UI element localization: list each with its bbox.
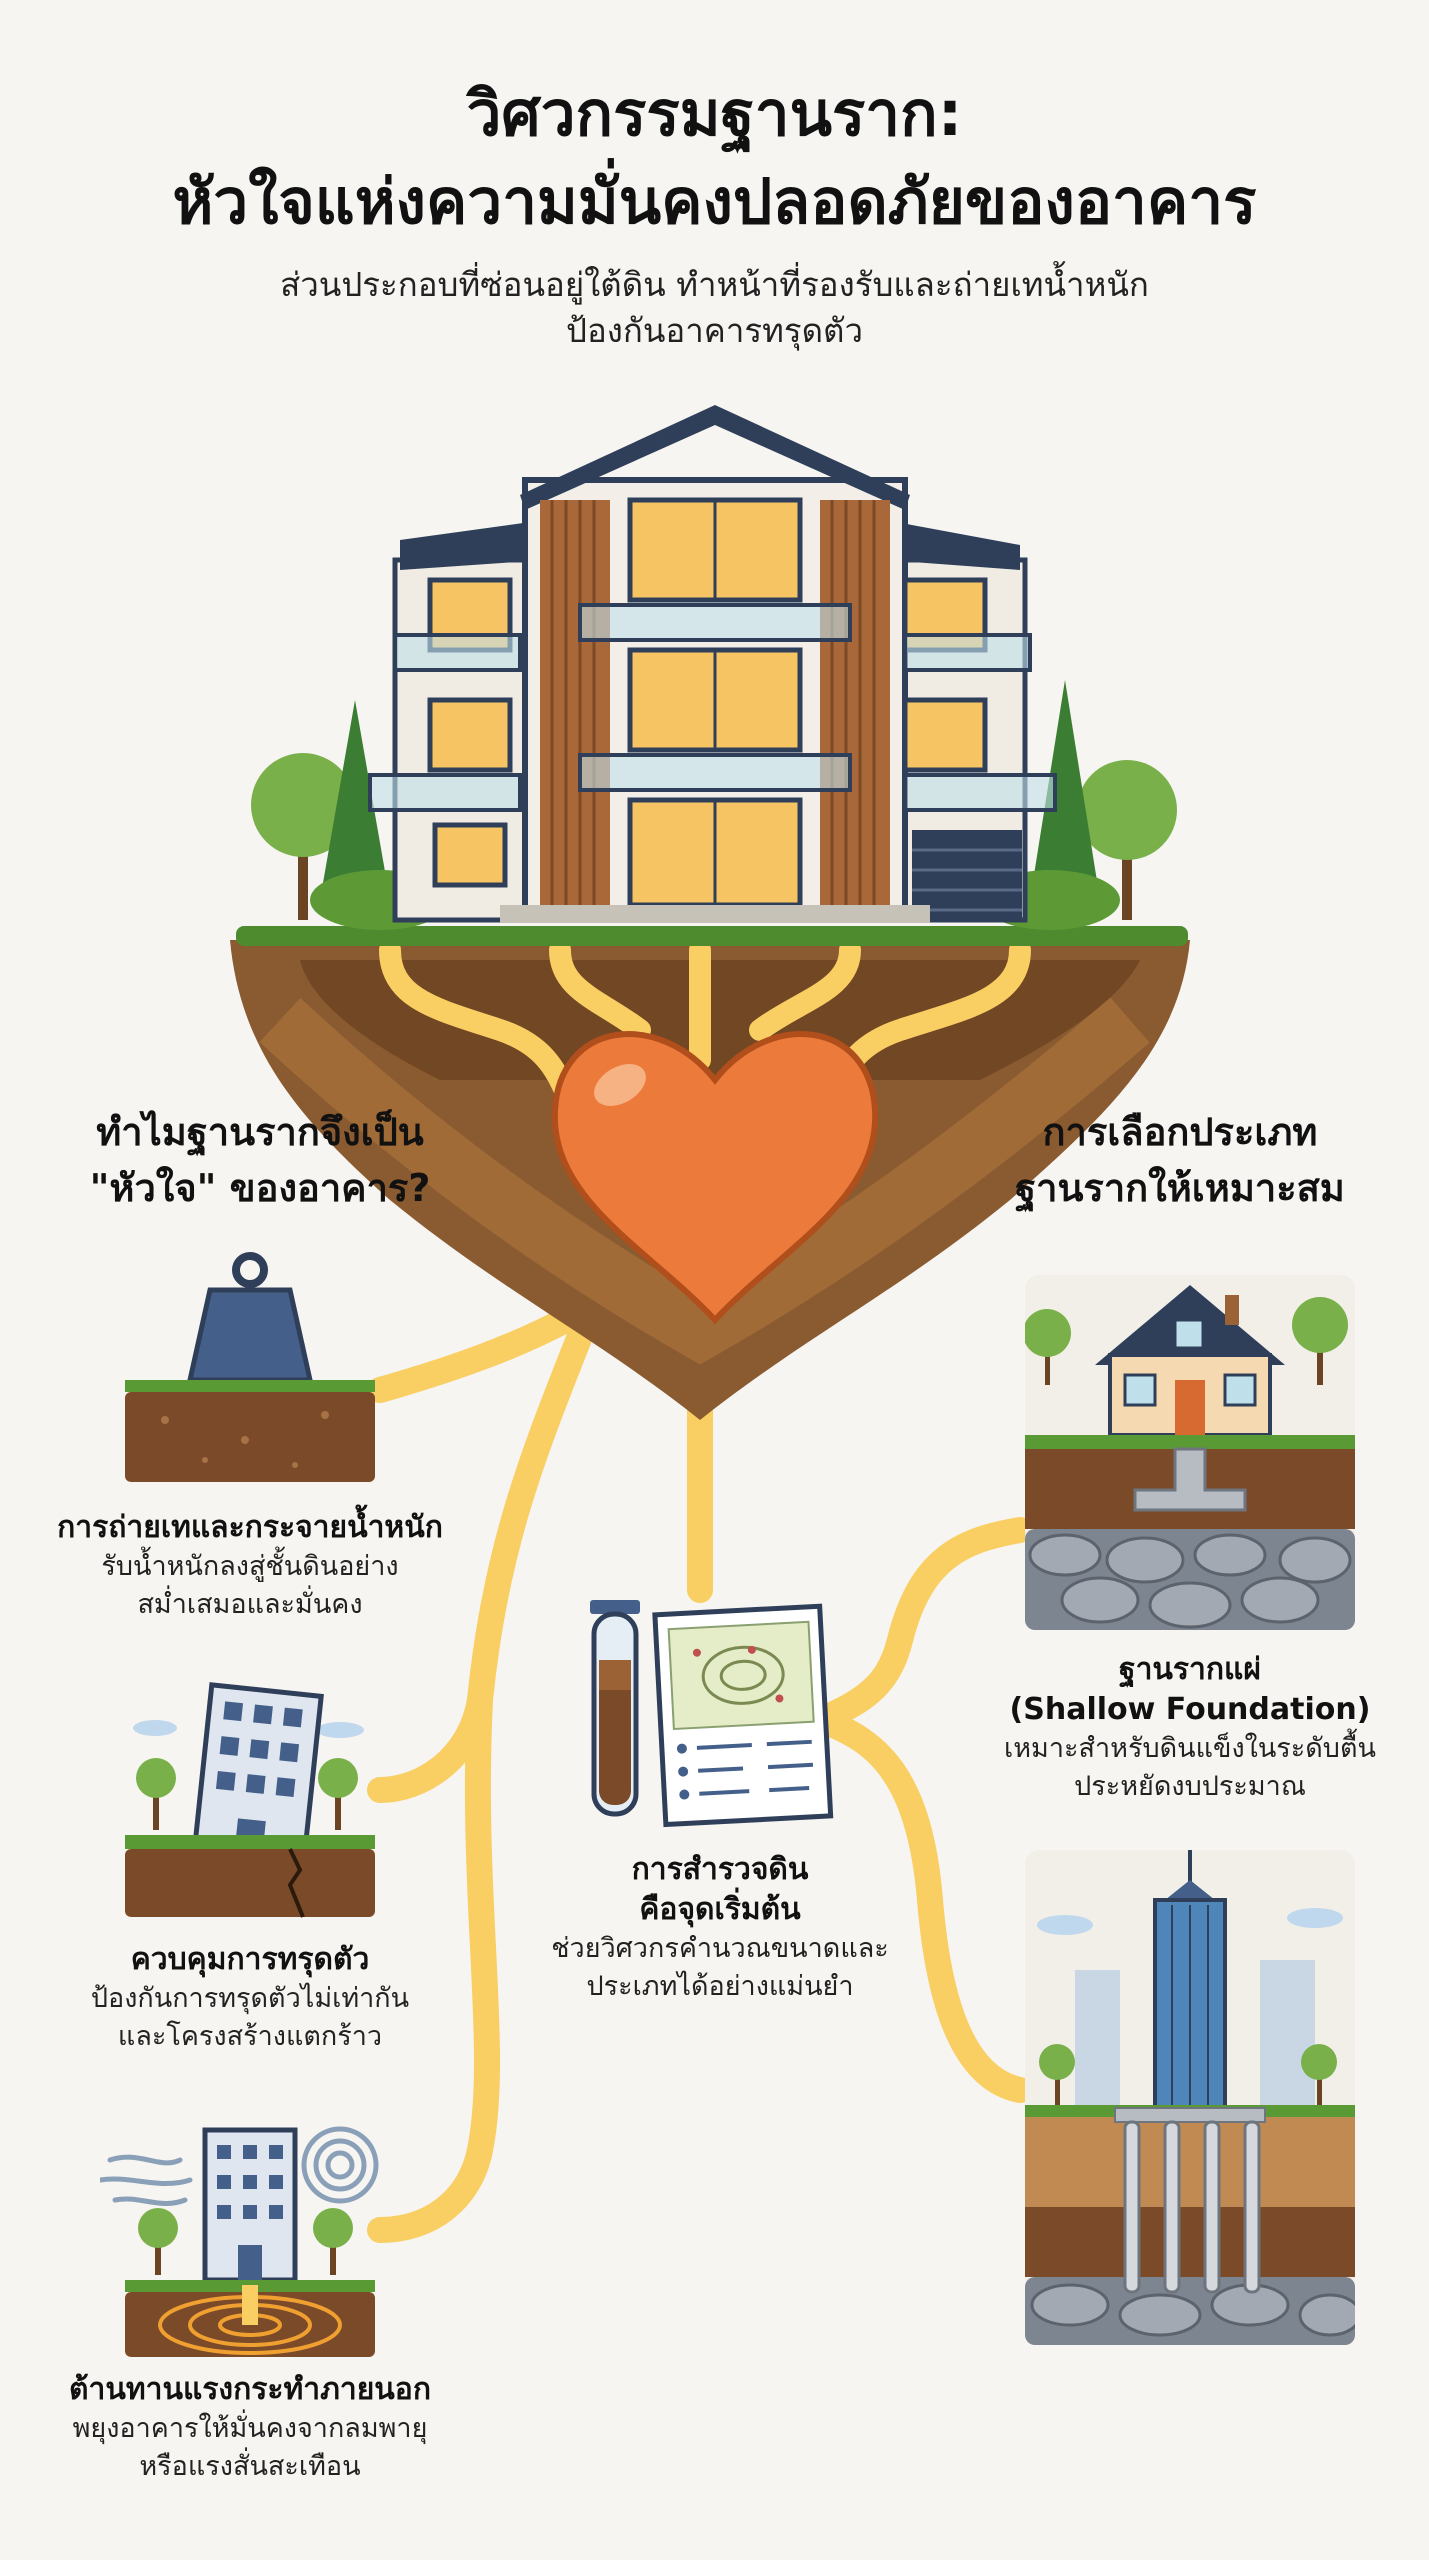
center-item-desc-1: ช่วยวิศวกรคำนวณขนาดและ bbox=[551, 1933, 889, 1964]
title-line-2: หัวใจแห่งความมั่นคงปลอดภัยของอาคาร bbox=[172, 165, 1257, 238]
left-item-2-title: ควบคุมการทรุดตัว bbox=[130, 1942, 370, 1977]
weight-on-soil-icon bbox=[125, 1252, 375, 1482]
skyscraper-pile-foundation-icon bbox=[1025, 1850, 1355, 2345]
subtitle-line-2: ป้องกันอาคารทรุดตัว bbox=[566, 311, 863, 350]
left-item-2: ควบคุมการทรุดตัว ป้องกันการทรุดตัวไม่เท่… bbox=[0, 1940, 500, 2056]
right-heading-line-1: การเลือกประเภท bbox=[1042, 1110, 1318, 1154]
tilted-building-icon bbox=[125, 1682, 375, 1918]
center-item-title-1: การสำรวจดิน bbox=[631, 1852, 809, 1887]
right-item-1: ฐานรากแผ่ (Shallow Foundation) เหมาะสำหร… bbox=[960, 1650, 1420, 1806]
right-section-heading: การเลือกประเภท ฐานรากให้เหมาะสม bbox=[960, 1104, 1400, 1216]
center-item-title-2: คือจุดเริ่มต้น bbox=[639, 1892, 801, 1927]
left-item-1-title: การถ่ายเทและกระจายน้ำหนัก bbox=[57, 1510, 443, 1545]
page-subtitle: ส่วนประกอบที่ซ่อนอยู่ใต้ดิน ทำหน้าที่รอง… bbox=[0, 262, 1429, 354]
left-item-3-desc-2: หรือแรงสั่นสะเทือน bbox=[139, 2451, 361, 2482]
left-item-3: ต้านทานแรงกระทำภายนอก พยุงอาคารให้มั่นคง… bbox=[0, 2370, 500, 2486]
heart-icon bbox=[551, 1031, 879, 1325]
left-heading-line-2: "หัวใจ" ของอาคาร? bbox=[89, 1166, 431, 1210]
left-heading-line-1: ทำไมฐานรากจึงเป็น bbox=[96, 1110, 424, 1154]
house-shallow-footing-icon bbox=[1025, 1275, 1355, 1630]
left-section-heading: ทำไมฐานรากจึงเป็น "หัวใจ" ของอาคาร? bbox=[40, 1104, 480, 1216]
right-item-1-title-1: ฐานรากแผ่ bbox=[1119, 1652, 1261, 1687]
page-title: วิศวกรรมฐานราก: หัวใจแห่งความมั่นคงปลอดภ… bbox=[0, 70, 1429, 246]
left-item-1-desc-1: รับน้ำหนักลงสู่ชั้นดินอย่าง bbox=[101, 1551, 399, 1582]
left-item-1-desc-2: สม่ำเสมอและมั่นคง bbox=[137, 1589, 363, 1620]
grass-slab bbox=[236, 926, 1188, 946]
wind-vibration-building-icon bbox=[100, 2126, 379, 2357]
center-item: การสำรวจดิน คือจุดเริ่มต้น ช่วยวิศวกรคำน… bbox=[520, 1850, 920, 2006]
left-item-3-desc-1: พยุงอาคารให้มั่นคงจากลมพายุ bbox=[72, 2413, 428, 2444]
soil-sample-map-icon bbox=[590, 1600, 834, 1828]
right-item-1-desc-2: ประหยัดงบประมาณ bbox=[1074, 1771, 1306, 1802]
right-heading-line-2: ฐานรากให้เหมาะสม bbox=[1015, 1166, 1345, 1210]
modern-building-icon bbox=[368, 405, 1057, 923]
right-item-1-desc-1: เหมาะสำหรับดินแข็งในระดับตื้น bbox=[1004, 1733, 1376, 1764]
center-item-desc-2: ประเภทได้อย่างแม่นยำ bbox=[586, 1971, 854, 2002]
left-item-2-desc-2: และโครงสร้างแตกร้าว bbox=[117, 2021, 383, 2052]
right-item-1-title-2: (Shallow Foundation) bbox=[1009, 1692, 1371, 1727]
left-item-3-title: ต้านทานแรงกระทำภายนอก bbox=[69, 2372, 431, 2407]
left-item-2-desc-1: ป้องกันการทรุดตัวไม่เท่ากัน bbox=[90, 1983, 410, 2014]
left-item-1: การถ่ายเทและกระจายน้ำหนัก รับน้ำหนักลงสู… bbox=[0, 1508, 500, 1624]
subtitle-line-1: ส่วนประกอบที่ซ่อนอยู่ใต้ดิน ทำหน้าที่รอง… bbox=[280, 265, 1149, 304]
title-line-1: วิศวกรรมฐานราก: bbox=[466, 77, 963, 150]
